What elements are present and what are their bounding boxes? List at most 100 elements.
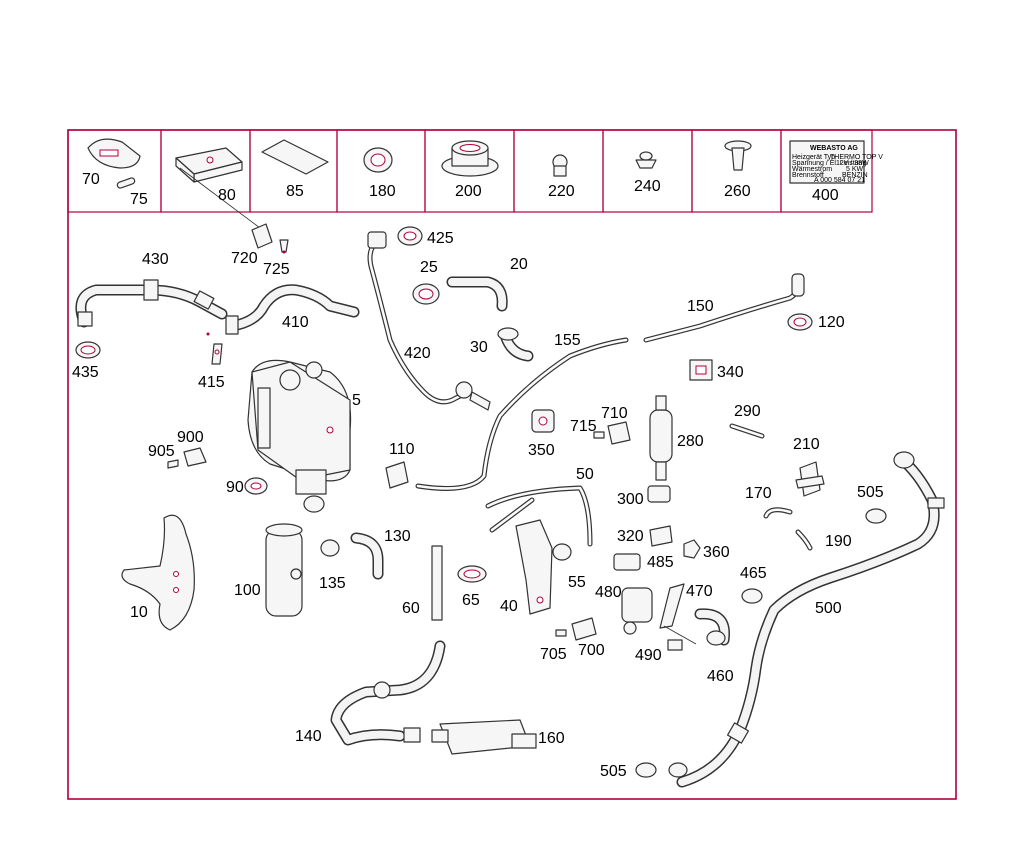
part-label: 460 xyxy=(707,668,734,685)
part-label: 55 xyxy=(568,574,586,591)
part-label: 705 xyxy=(540,646,567,663)
part-label: 220 xyxy=(548,183,575,200)
fuel-line-155-150 xyxy=(415,273,805,491)
part-label: 160 xyxy=(538,730,565,747)
nut-360 xyxy=(683,539,701,559)
connector-710 xyxy=(607,421,631,445)
part-label: 75 xyxy=(130,191,148,208)
part-label: 470 xyxy=(686,583,713,600)
clamp-505-lower xyxy=(635,762,688,778)
mount-320 xyxy=(649,525,673,547)
part-label: 210 xyxy=(793,436,820,453)
part-label: 415 xyxy=(198,374,225,391)
grommet-icon xyxy=(363,147,393,173)
part-label: 80 xyxy=(218,187,236,204)
part-label: 425 xyxy=(427,230,454,247)
type-label-plate: WEBASTO AG Heizgerät Typ Spannung / El. … xyxy=(789,140,883,184)
hose-190 xyxy=(795,529,813,551)
part-label: 40 xyxy=(500,598,518,615)
mount-300 xyxy=(647,485,671,503)
svg-text:A 000 584 07 21: A 000 584 07 21 xyxy=(814,177,865,184)
clamp-110 xyxy=(385,461,409,489)
pad-490 xyxy=(667,639,683,651)
part-label: 140 xyxy=(295,728,322,745)
part-label: 240 xyxy=(634,178,661,195)
hose-460 xyxy=(694,608,730,646)
terminal-705 xyxy=(555,629,567,637)
part-label: 65 xyxy=(462,592,480,609)
svg-text:Wärmestrom: Wärmestrom xyxy=(792,166,832,173)
bracket-340 xyxy=(689,359,713,381)
clip-icon xyxy=(635,151,657,169)
coolant-hose-420 xyxy=(367,231,491,411)
part-label: 130 xyxy=(384,528,411,545)
grommet-90 xyxy=(244,477,268,495)
part-label: 400 xyxy=(812,187,839,204)
key-fob-icon xyxy=(87,138,141,169)
hose-20 xyxy=(446,276,508,312)
part-label: 280 xyxy=(677,433,704,450)
part-label: 420 xyxy=(404,345,431,362)
part-label: 725 xyxy=(263,261,290,278)
part-label: 20 xyxy=(510,256,528,273)
fuel-pump-280 xyxy=(649,395,673,481)
hose-assembly-140 xyxy=(330,640,446,746)
connector-350 xyxy=(531,409,555,433)
part-label: 480 xyxy=(595,584,622,601)
hose-30 xyxy=(497,327,534,362)
part-label: 710 xyxy=(601,405,628,422)
part-label: 505 xyxy=(600,763,627,780)
part-label: 70 xyxy=(82,171,100,188)
part-label: 350 xyxy=(528,442,555,459)
part-label: 320 xyxy=(617,528,644,545)
part-label: 500 xyxy=(815,600,842,617)
hose-clamp-435 xyxy=(75,341,101,359)
part-label: 30 xyxy=(470,339,488,356)
svg-text:Spannung / El. Leistung: Spannung / El. Leistung xyxy=(792,160,866,167)
heat-exchanger-160 xyxy=(431,719,537,755)
part-label: 410 xyxy=(282,314,309,331)
coolant-hose-500 xyxy=(676,451,945,788)
valve-480 xyxy=(621,587,653,635)
tube-60 xyxy=(431,545,443,621)
connector-720 xyxy=(251,223,273,249)
muffler-100 xyxy=(265,523,303,617)
part-label: 490 xyxy=(635,647,662,664)
part-label: 715 xyxy=(570,418,597,435)
svg-text:5 KW: 5 KW xyxy=(846,166,864,173)
part-label: 200 xyxy=(455,183,482,200)
part-label: 900 xyxy=(177,429,204,446)
part-label: 435 xyxy=(72,364,99,381)
hose-170 xyxy=(763,507,793,519)
connector-415 xyxy=(211,343,223,365)
part-label: 110 xyxy=(389,441,415,458)
plug-icon xyxy=(552,154,568,177)
part-label: 465 xyxy=(740,565,767,582)
coolant-hose-430 xyxy=(75,279,228,328)
clamp-135 xyxy=(320,539,340,557)
diagram-frame xyxy=(67,129,957,800)
connector-900 xyxy=(183,447,207,467)
part-label: 430 xyxy=(142,251,169,268)
part-label: 485 xyxy=(647,554,674,571)
coolant-hose-410 xyxy=(225,284,360,335)
clamp-120 xyxy=(787,313,813,331)
part-label: 50 xyxy=(576,466,594,483)
part-label: 85 xyxy=(286,183,304,200)
part-label: 300 xyxy=(617,491,644,508)
part-label: 5 xyxy=(352,392,361,409)
hose-clamp-25 xyxy=(412,283,440,305)
part-label: 150 xyxy=(687,298,714,315)
hose-130 xyxy=(350,532,384,580)
part-label: 155 xyxy=(554,332,581,349)
svg-text:BENZIN: BENZIN xyxy=(842,172,868,179)
part-label: 60 xyxy=(402,600,420,617)
terminal-725 xyxy=(279,239,289,253)
part-label: 360 xyxy=(703,544,730,561)
svg-text:Heizgerät Typ: Heizgerät Typ xyxy=(792,154,835,161)
clamp-505-upper xyxy=(865,508,887,524)
svg-text:12V / 38W: 12V / 38W xyxy=(836,160,869,167)
bracket-470 xyxy=(659,583,685,629)
clamp-465 xyxy=(741,588,763,604)
fuel-line-50 xyxy=(485,485,593,547)
